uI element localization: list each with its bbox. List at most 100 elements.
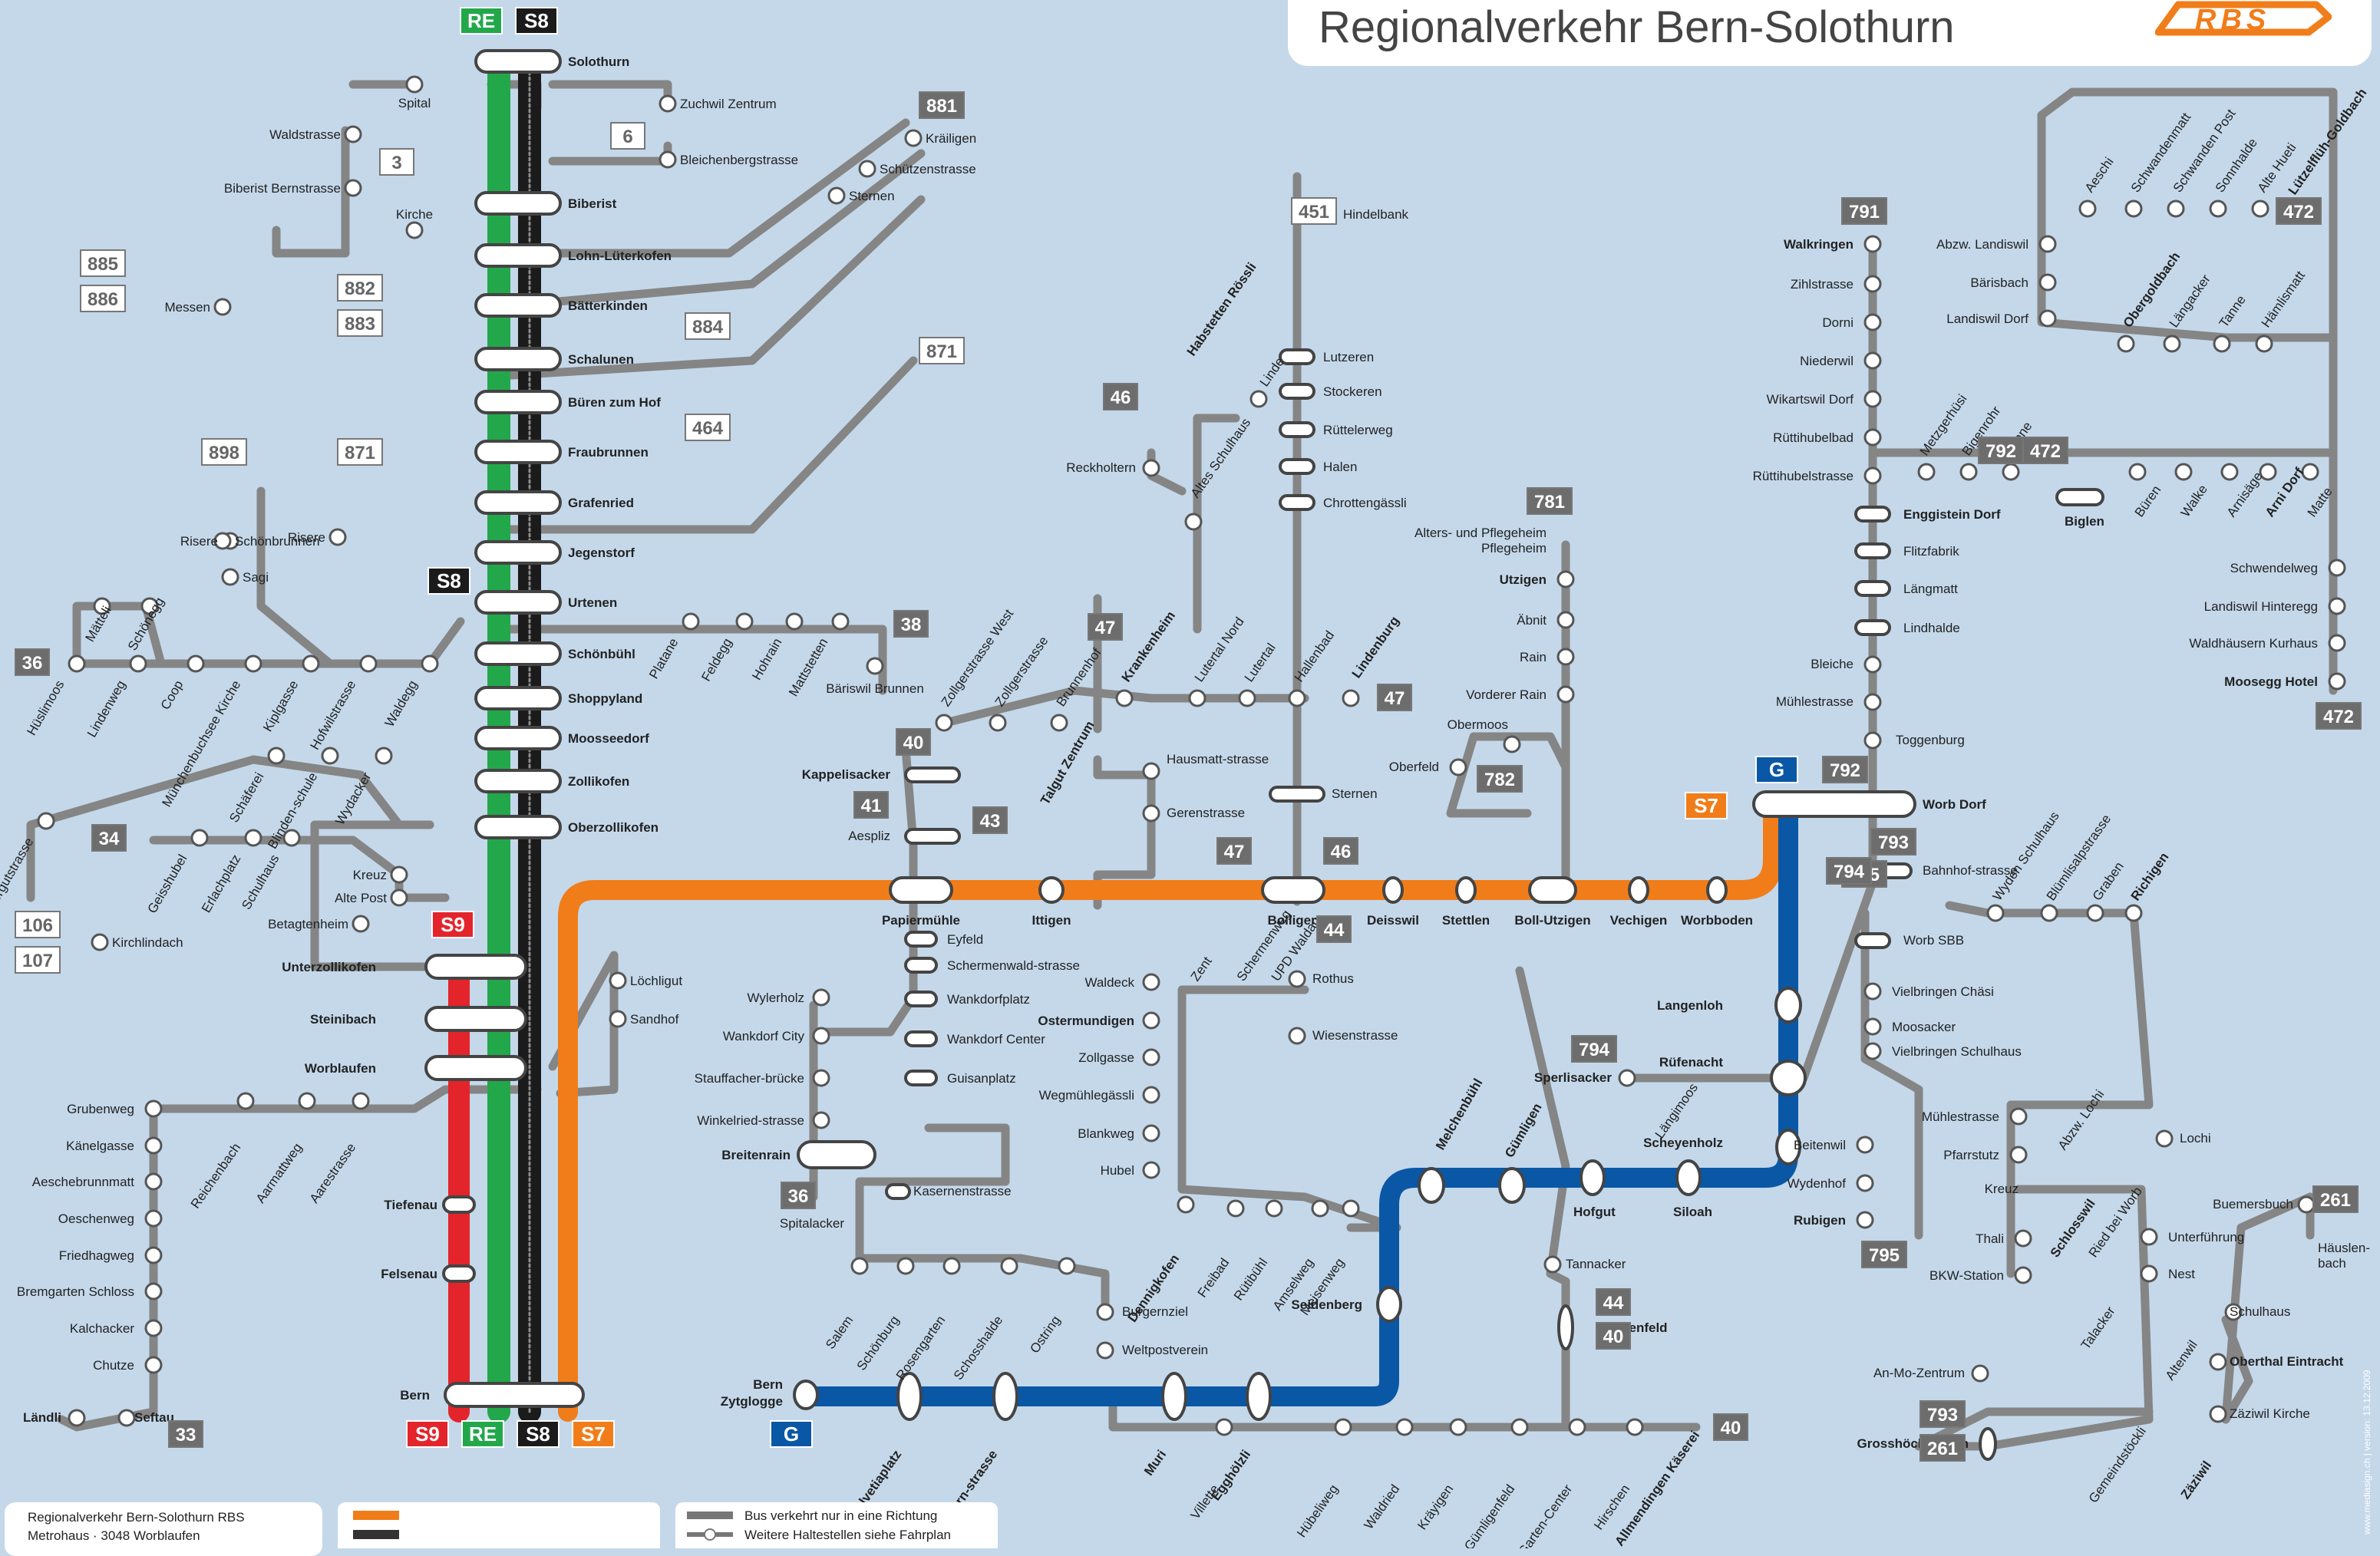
stop-schosshalde[interactable] <box>1000 1257 1018 1275</box>
stop-wegmuhlegassli[interactable] <box>1142 1086 1160 1104</box>
stop-schulhaus[interactable] <box>282 829 301 847</box>
stop-wiesenstrasse[interactable] <box>1288 1027 1306 1045</box>
stop-salem[interactable] <box>850 1257 869 1275</box>
stop-erlachplatz[interactable] <box>244 829 262 847</box>
stop-hubel[interactable] <box>1142 1161 1160 1179</box>
stop-hausmattstrasse[interactable] <box>1142 762 1160 780</box>
stop-landiswil-dorf[interactable] <box>2038 309 2057 328</box>
stop-hallenbad[interactable] <box>1288 689 1306 707</box>
stop-barisbach[interactable] <box>2038 273 2057 292</box>
station-zollikofen[interactable] <box>474 769 562 793</box>
station-eggholzli[interactable] <box>1246 1372 1272 1421</box>
station-oberzollikofen[interactable] <box>474 815 562 839</box>
stop-landiswil-hinteregg[interactable] <box>2328 597 2346 615</box>
stop-buemersbuch[interactable] <box>2297 1195 2316 1214</box>
stop-huslimoos[interactable] <box>68 654 86 673</box>
stop-matte[interactable] <box>2301 463 2319 481</box>
station-bolligen[interactable] <box>1261 876 1325 904</box>
stop-krayigen[interactable] <box>1449 1418 1467 1436</box>
stop-langacker[interactable] <box>2163 335 2181 353</box>
stop-aespliz[interactable] <box>904 828 961 845</box>
stop-grubenweg[interactable] <box>144 1099 163 1118</box>
stop-schwanden-post[interactable] <box>2167 199 2185 218</box>
stop-kalchacker[interactable] <box>144 1319 163 1337</box>
stop-zollgerstrasse-west[interactable] <box>935 714 953 732</box>
stop-kiplgasse[interactable] <box>302 654 320 673</box>
stop-an-mo-zentrum[interactable] <box>1971 1364 1989 1383</box>
stop-kirche[interactable] <box>405 221 424 239</box>
stop-sandhof[interactable] <box>609 1010 627 1028</box>
stop-sonnhalde[interactable] <box>2209 199 2227 218</box>
station-batterkinden[interactable] <box>474 293 562 318</box>
stop-wankdorf-city[interactable] <box>812 1027 830 1045</box>
stop-winkelried-strasse[interactable] <box>812 1111 830 1129</box>
stop-sperlisacker[interactable] <box>1618 1069 1636 1087</box>
stop-biberist-bernstrasse[interactable] <box>344 179 362 197</box>
stop-arni-dorf[interactable] <box>2259 463 2277 481</box>
stop-enggistein-dorf[interactable] <box>1854 506 1891 523</box>
stop-kanelgasse[interactable] <box>144 1136 163 1155</box>
stop-walke[interactable] <box>2174 463 2193 481</box>
stop-stauffacher-brucke[interactable] <box>812 1069 830 1087</box>
stop-zollgerstrasse[interactable] <box>989 714 1007 732</box>
stop-gumligenfeld[interactable] <box>1510 1418 1529 1436</box>
stop-muhlestrasse[interactable] <box>2009 1107 2028 1126</box>
stop-tannacker[interactable] <box>1543 1255 1562 1274</box>
stop-betagtenheim[interactable] <box>352 915 370 933</box>
station-siloah[interactable] <box>1675 1159 1702 1196</box>
stop-hamlismatt[interactable] <box>2255 335 2273 353</box>
stop-messen[interactable] <box>213 298 232 316</box>
stop-seftau[interactable] <box>117 1409 136 1427</box>
stop-flitzfabrik[interactable] <box>1854 542 1891 559</box>
stop-waldhausern-kurhaus[interactable] <box>2328 634 2346 652</box>
stop-platane[interactable] <box>682 612 700 631</box>
stop-schulhaus-east[interactable] <box>2224 1303 2243 1321</box>
stop-wyden-schulhaus[interactable] <box>1986 904 2005 922</box>
stop-chrottengassli[interactable] <box>1279 494 1315 511</box>
stop-wydacker[interactable] <box>375 747 393 765</box>
stop-freibad[interactable] <box>1226 1199 1245 1218</box>
stop-ostermundigen[interactable] <box>1142 1011 1160 1030</box>
stop-dennigkofen[interactable] <box>1177 1195 1195 1214</box>
stop-ostring[interactable] <box>1058 1257 1076 1275</box>
stop-lindenburg[interactable] <box>1342 689 1360 707</box>
stop-niederwil[interactable] <box>1863 351 1882 370</box>
stop-schonburg[interactable] <box>896 1257 915 1275</box>
stop-muhlestrasse[interactable] <box>1863 693 1882 711</box>
station-ittigen[interactable] <box>1038 876 1065 904</box>
stop-waldeck[interactable] <box>1142 973 1160 991</box>
station-papiermuhle[interactable] <box>889 876 953 904</box>
stop-thali[interactable] <box>2014 1229 2032 1248</box>
stop-hohrain[interactable] <box>785 612 804 631</box>
stop-matteli[interactable] <box>93 597 111 615</box>
stop-schwandenmatt[interactable] <box>2124 199 2143 218</box>
stop-blinden-schule[interactable] <box>321 747 339 765</box>
stop-hofwilstrasse[interactable] <box>359 654 378 673</box>
stop-krankenheim[interactable] <box>1115 689 1134 707</box>
station-grafenried[interactable] <box>474 490 562 515</box>
stop-alte-post[interactable] <box>390 888 408 907</box>
station-brunnadern-strasse[interactable] <box>992 1372 1018 1421</box>
station-deisswil[interactable] <box>1382 876 1404 904</box>
stop-rutibuhl[interactable] <box>1265 1199 1283 1218</box>
station-scheyenholz[interactable] <box>1775 1129 1801 1165</box>
station-muri[interactable] <box>1161 1372 1187 1421</box>
station-bern[interactable] <box>444 1382 585 1408</box>
stop-sonne[interactable] <box>2002 463 2020 481</box>
stop-lochi[interactable] <box>2155 1129 2174 1148</box>
station-fraubrunnen[interactable] <box>474 440 562 464</box>
stop-bremgarten-schloss[interactable] <box>144 1282 163 1301</box>
stop-pfarrstutz[interactable] <box>2009 1146 2028 1164</box>
stop-richigen[interactable] <box>2124 904 2143 922</box>
stop-utzigen[interactable] <box>1556 570 1575 588</box>
stop-mattstetten[interactable] <box>831 612 850 631</box>
station-schalunen[interactable] <box>474 347 562 371</box>
stop-lochligut[interactable] <box>609 971 627 990</box>
station-solothurn[interactable] <box>474 49 562 74</box>
stop-aarestrasse[interactable] <box>352 1092 370 1110</box>
station-bern-zytglogge[interactable] <box>793 1380 819 1410</box>
stop-beitenwil[interactable] <box>1856 1136 1874 1154</box>
station-hofgut[interactable] <box>1580 1159 1606 1196</box>
station-seidenberg[interactable] <box>1376 1286 1402 1323</box>
stop-rain[interactable] <box>1556 648 1575 666</box>
